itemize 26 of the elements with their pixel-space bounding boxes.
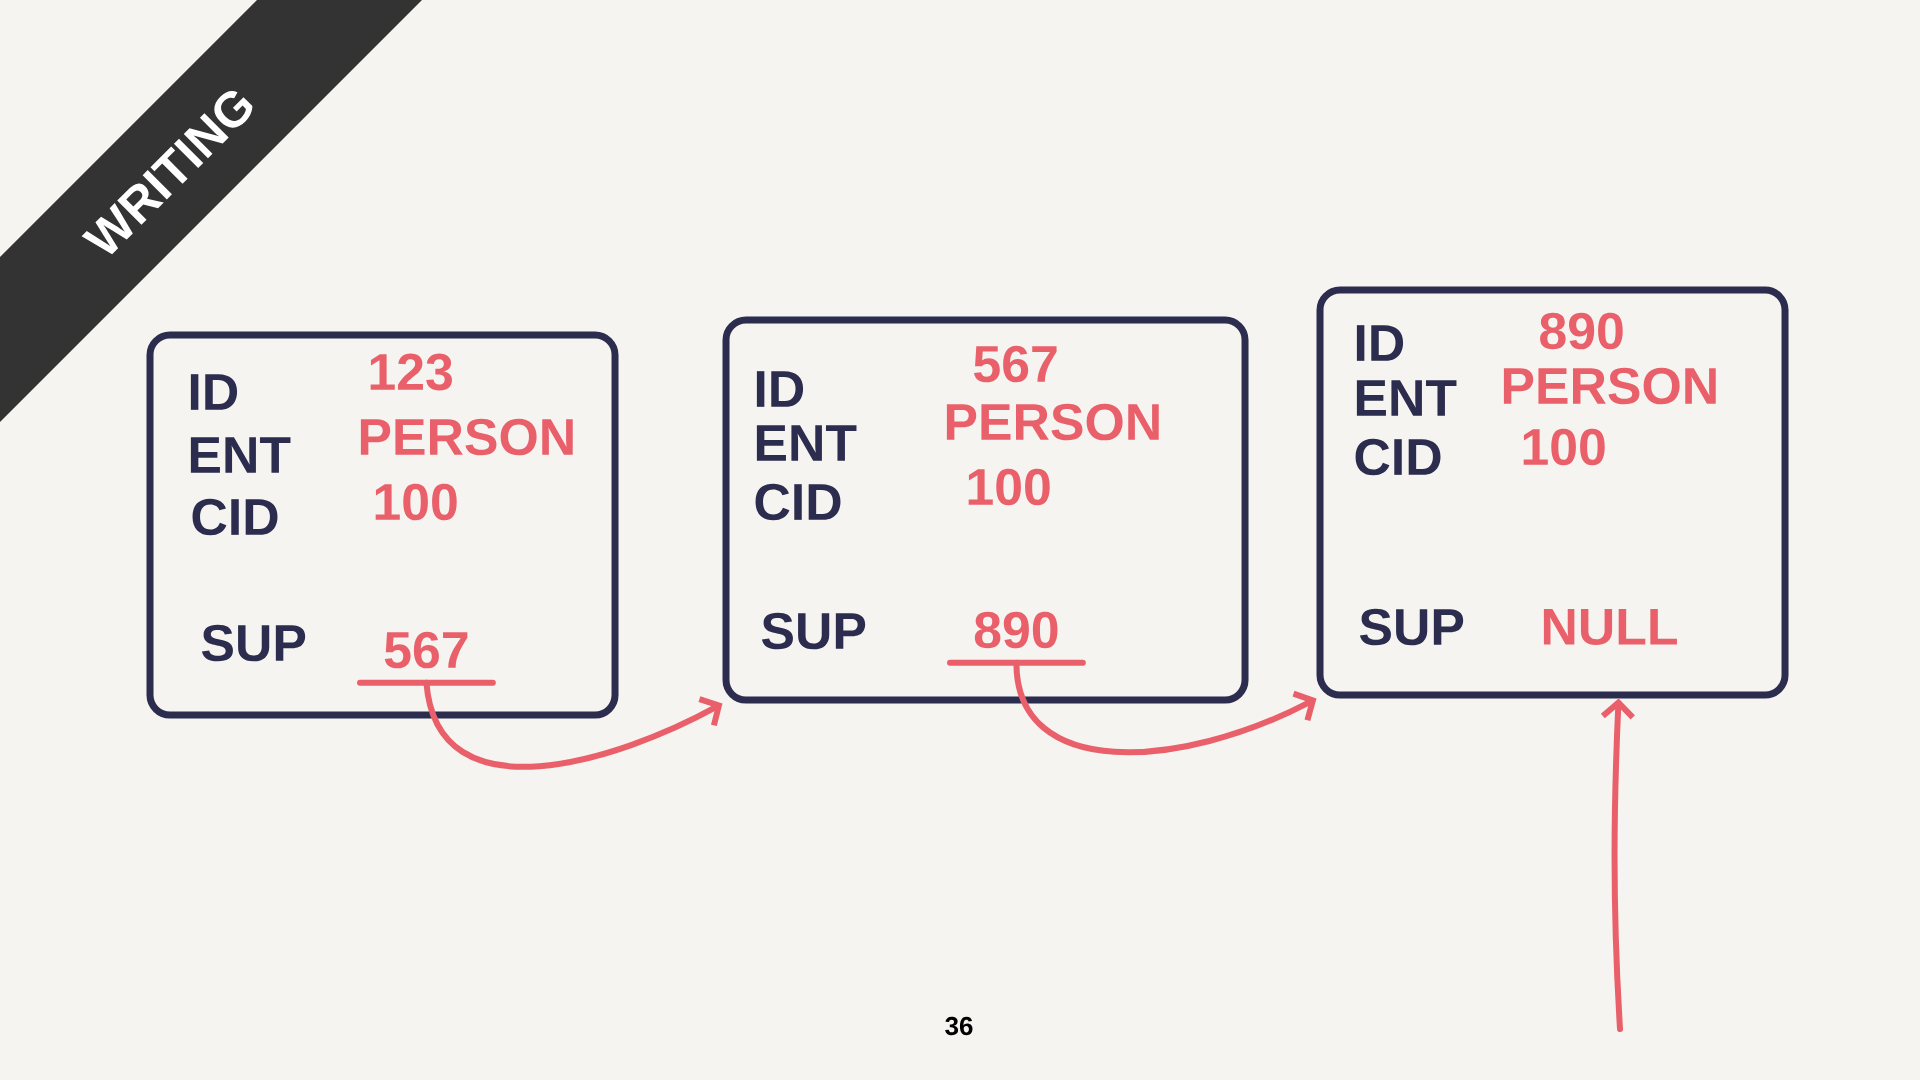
field-name: ID [1356,325,1404,361]
field-name: SUP [1359,608,1464,646]
field-value: PERSON [1503,367,1716,405]
field-value: 100 [968,468,1050,506]
field-name: ID [756,371,804,407]
field-name: ENT [190,437,291,473]
field-value: NULL [1543,608,1677,646]
field-name: CID [755,483,841,521]
arrow [1600,698,1635,1032]
field-name: CID [192,498,278,536]
field-value: 567 [974,345,1057,383]
field-value: 100 [1523,428,1605,466]
field-name: ENT [756,425,857,461]
underlined-value: 567 [357,631,496,686]
field-name: ID [190,374,238,410]
curved-arrow [423,679,723,770]
field-value: 890 [1540,312,1623,350]
field-name: ENT [1356,380,1457,416]
field-name: CID [1355,438,1441,476]
page-number: 36 [945,1016,973,1036]
field-name: SUP [761,612,866,650]
field-name: SUP [201,624,306,662]
underlined-value: 890 [947,611,1086,666]
field-value: PERSON [946,403,1159,441]
curved-arrow [1013,659,1317,755]
field-value: 100 [375,483,457,521]
